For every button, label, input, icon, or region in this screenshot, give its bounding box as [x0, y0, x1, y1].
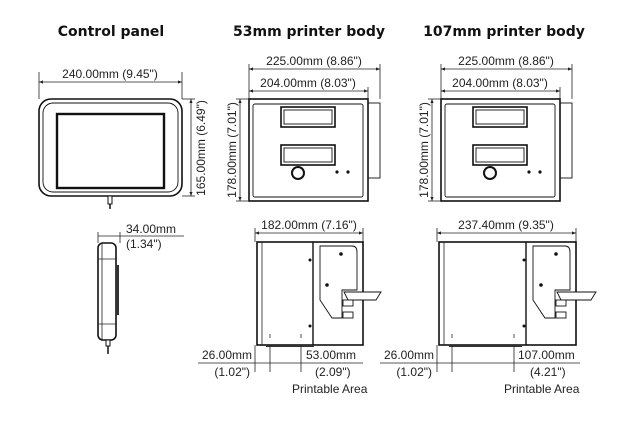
printer-107-print-width-in: (4.21") [530, 365, 566, 379]
printer-107-side-view: 237.40mm (9.35") 26.00mm (1.02") 107.00m… [380, 218, 597, 396]
printer-53-side-depth: 182.00mm (7.16") [261, 218, 357, 232]
printer-53-side-view: 182.00mm (7.16") 26.00mm (1.02") 53.00mm… [198, 218, 382, 396]
printer-107-side-depth: 237.40mm (9.35") [458, 218, 554, 232]
printer-107-print-width-mm: 107.00mm [518, 348, 575, 362]
title-53mm-printer: 53mm printer body [233, 24, 385, 40]
control-panel-side-view: 34.00mm (1.34") [97, 222, 184, 354]
printer-107-offset-mm: 26.00mm [384, 348, 434, 362]
printer-107-height: 178.00mm (7.01") [417, 102, 431, 198]
title-107mm-printer: 107mm printer body [423, 24, 585, 40]
printer-53-print-width-mm: 53.00mm [306, 348, 356, 362]
printer-107-offset-in: (1.02") [396, 365, 432, 379]
control-panel-height-label: 165.00mm (6.49") [194, 100, 208, 196]
control-panel-front-view: 240.00mm (9.45") 165.00mm (6.49") [38, 67, 208, 209]
control-panel-depth-mm: 34.00mm [126, 222, 176, 236]
control-panel-width-label: 240.00mm (9.45") [62, 67, 158, 81]
printer-107-body-width: 204.00mm (8.03") [452, 76, 548, 90]
printer-53-front-view: 225.00mm (8.86") 204.00mm (8.03") 178.00… [225, 54, 381, 202]
printer-53-offset-mm: 26.00mm [202, 348, 252, 362]
printer-53-print-width-in: (2.09") [315, 365, 351, 379]
printer-53-body-width: 204.00mm (8.03") [260, 76, 356, 90]
title-control-panel: Control panel [58, 24, 164, 40]
printer-107-front-view: 225.00mm (8.86") 204.00mm (8.03") 178.00… [417, 54, 573, 202]
printer-53-height: 178.00mm (7.01") [225, 102, 239, 198]
printer-53-printable-area-label: Printable Area [292, 382, 368, 396]
printer-53-overall-width: 225.00mm (8.86") [266, 54, 362, 68]
control-panel-depth-in: (1.34") [126, 237, 162, 251]
printer-53-offset-in: (1.02") [214, 365, 250, 379]
printer-107-printable-area-label: Printable Area [504, 382, 580, 396]
printer-107-overall-width: 225.00mm (8.86") [458, 54, 554, 68]
